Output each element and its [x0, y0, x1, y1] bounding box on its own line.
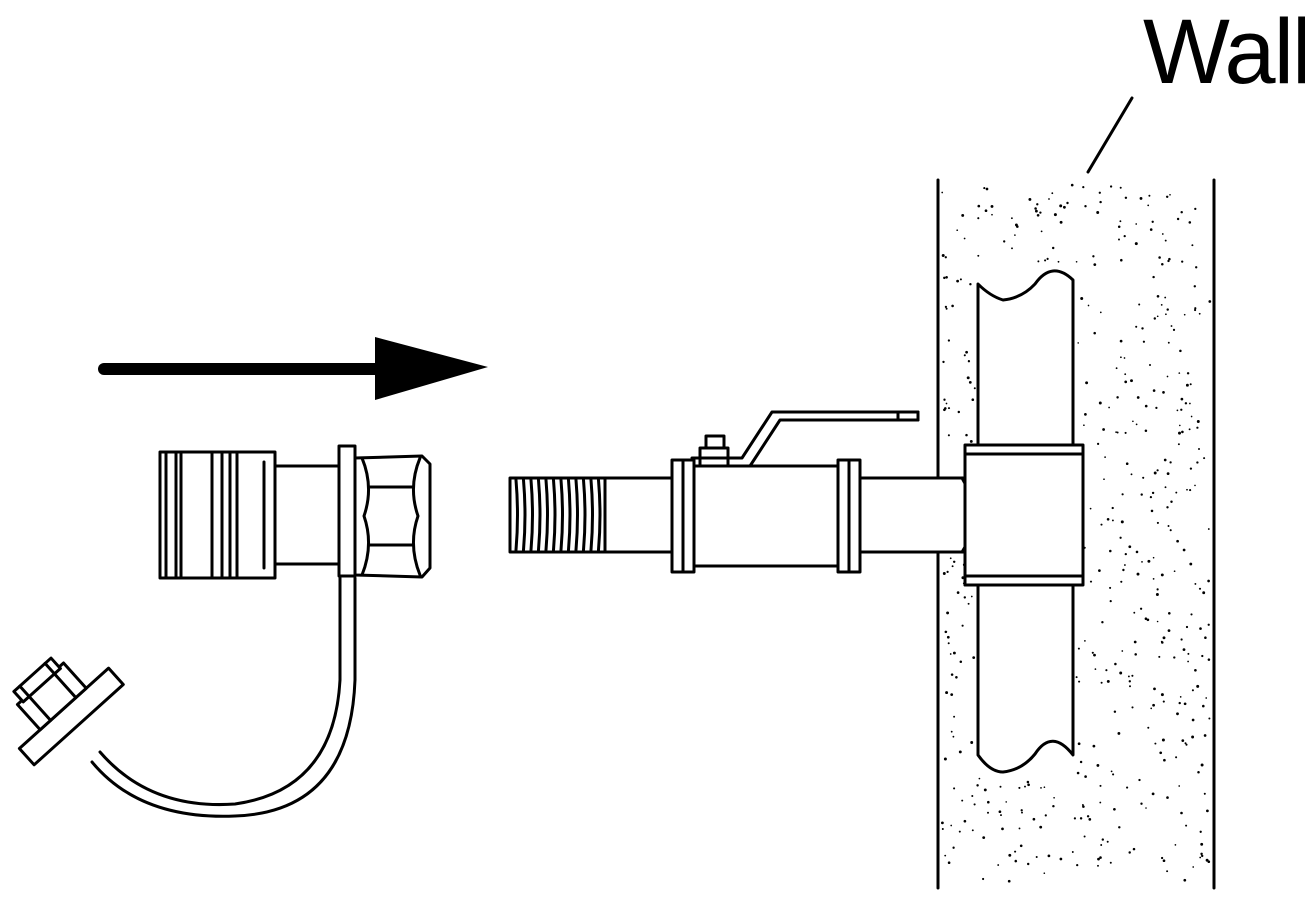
insertion-arrow — [98, 337, 488, 400]
wall-label: Wall — [1143, 1, 1305, 103]
vertical-pipe-upper — [976, 269, 1075, 447]
pipe-tee — [960, 443, 1085, 587]
vertical-pipe-lower — [976, 583, 1075, 774]
ball-valve — [670, 410, 972, 574]
quick-coupling — [158, 444, 432, 580]
threaded-nipple — [508, 476, 677, 554]
wall-leader-line — [1086, 96, 1134, 174]
dust-cap — [12, 576, 357, 818]
